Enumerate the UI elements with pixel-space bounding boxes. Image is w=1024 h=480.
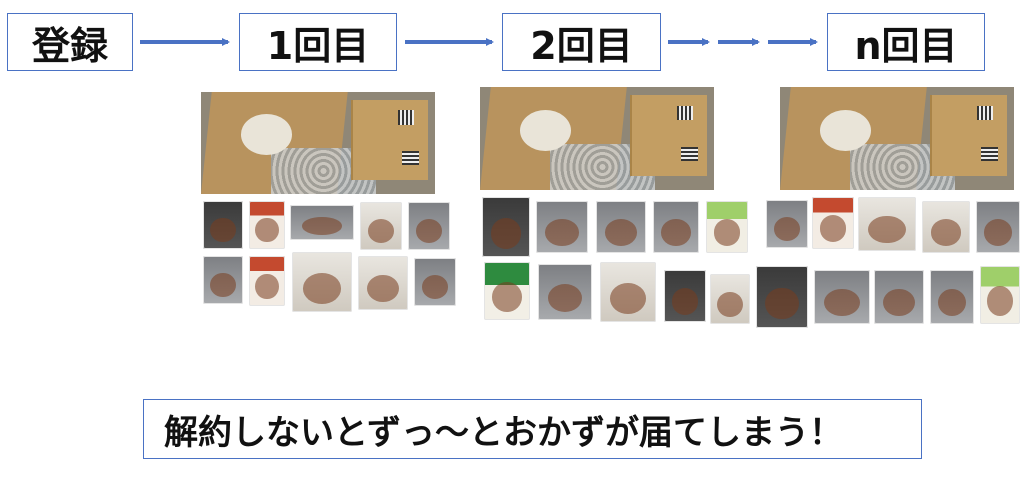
meal-pack-image (358, 256, 408, 310)
meal-pack-image (814, 270, 870, 324)
meal-pack-image (653, 201, 699, 253)
meal-pack-image (249, 201, 285, 249)
delivery-box-photo-2 (480, 87, 714, 190)
warning-message-box: 解約しないとずっ～とおかずが届てしまう！ (143, 399, 922, 459)
meal-pack-image (536, 201, 588, 253)
meal-pack-image (538, 264, 592, 320)
step-2-label: 2回目 (530, 23, 633, 68)
step-register-box: 登録 (7, 13, 133, 71)
meal-pack-image (249, 256, 285, 306)
meal-pack-image (710, 274, 750, 324)
meal-pack-image (976, 201, 1020, 253)
step-1-label: 1回目 (266, 23, 370, 68)
delivery-box-photo-n (780, 87, 1014, 190)
step-1-box: 1回目 (239, 13, 397, 71)
meal-pack-image (414, 258, 456, 306)
meal-pack-image (203, 256, 243, 304)
meal-pack-image (812, 197, 854, 249)
meal-pack-image (874, 270, 924, 324)
meal-pack-image (484, 262, 530, 320)
meal-pack-image (290, 205, 354, 240)
delivery-box-photo-1 (201, 92, 435, 194)
meal-pack-image (766, 200, 808, 248)
meal-pack-image (756, 266, 808, 328)
step-2-box: 2回目 (502, 13, 661, 71)
meal-pack-image (292, 252, 352, 312)
meal-pack-image (482, 197, 530, 257)
step-n-box: n回目 (827, 13, 985, 71)
meal-pack-image (858, 197, 916, 251)
meal-pack-image (930, 270, 974, 324)
meal-pack-image (596, 201, 646, 253)
meal-pack-image (360, 202, 402, 250)
meal-pack-image (203, 201, 243, 249)
meal-pack-image (706, 201, 748, 253)
step-register-label: 登録 (31, 23, 108, 68)
warning-message: 解約しないとずっ～とおかずが届てしまう！ (164, 412, 843, 453)
meal-pack-image (980, 266, 1020, 324)
step-n-label: n回目 (854, 23, 958, 68)
meal-pack-image (600, 262, 656, 322)
meal-pack-image (664, 270, 706, 322)
meal-pack-image (922, 201, 970, 253)
meal-pack-image (408, 202, 450, 250)
